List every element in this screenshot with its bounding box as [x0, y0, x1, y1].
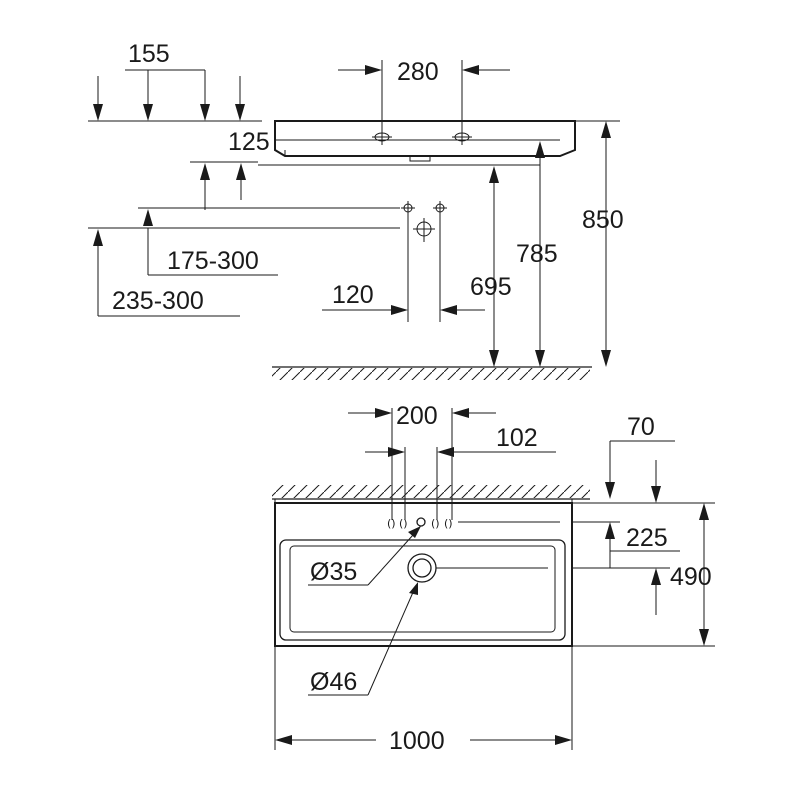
drain-connection-marker [413, 218, 435, 242]
dim-102: 102 [496, 424, 538, 452]
svg-text:(): () [387, 517, 396, 530]
dim-280: 280 [397, 58, 439, 86]
svg-text:(): () [399, 517, 408, 530]
dim-785: 785 [516, 240, 558, 268]
dim-155: 155 [128, 40, 170, 68]
cold-connection-marker [401, 201, 415, 215]
dim-120: 120 [332, 281, 374, 309]
top-view: () () () () 200 102 70 225 [272, 402, 715, 755]
dim-70: 70 [627, 413, 655, 441]
drain-inner [412, 558, 432, 578]
dia-35: Ø35 [310, 558, 357, 586]
dim-175-300: 175-300 [167, 247, 259, 275]
side-view: 155 280 125 [88, 40, 624, 380]
dim-125: 125 [228, 128, 270, 156]
dim-235-300: 235-300 [112, 287, 204, 315]
dim-695: 695 [470, 273, 512, 301]
dim-200: 200 [396, 402, 438, 430]
hot-connection-marker [433, 201, 447, 215]
svg-text:(): () [444, 517, 453, 530]
dia-46: Ø46 [310, 668, 357, 696]
dim-225: 225 [626, 524, 668, 552]
basin-outline [274, 502, 573, 647]
dim-490: 490 [670, 563, 712, 591]
wall [272, 485, 590, 500]
dim-850: 850 [582, 206, 624, 234]
drain-outer [407, 553, 437, 583]
svg-text:(): () [431, 517, 440, 530]
floor [272, 366, 592, 380]
dim-1000: 1000 [389, 727, 445, 755]
